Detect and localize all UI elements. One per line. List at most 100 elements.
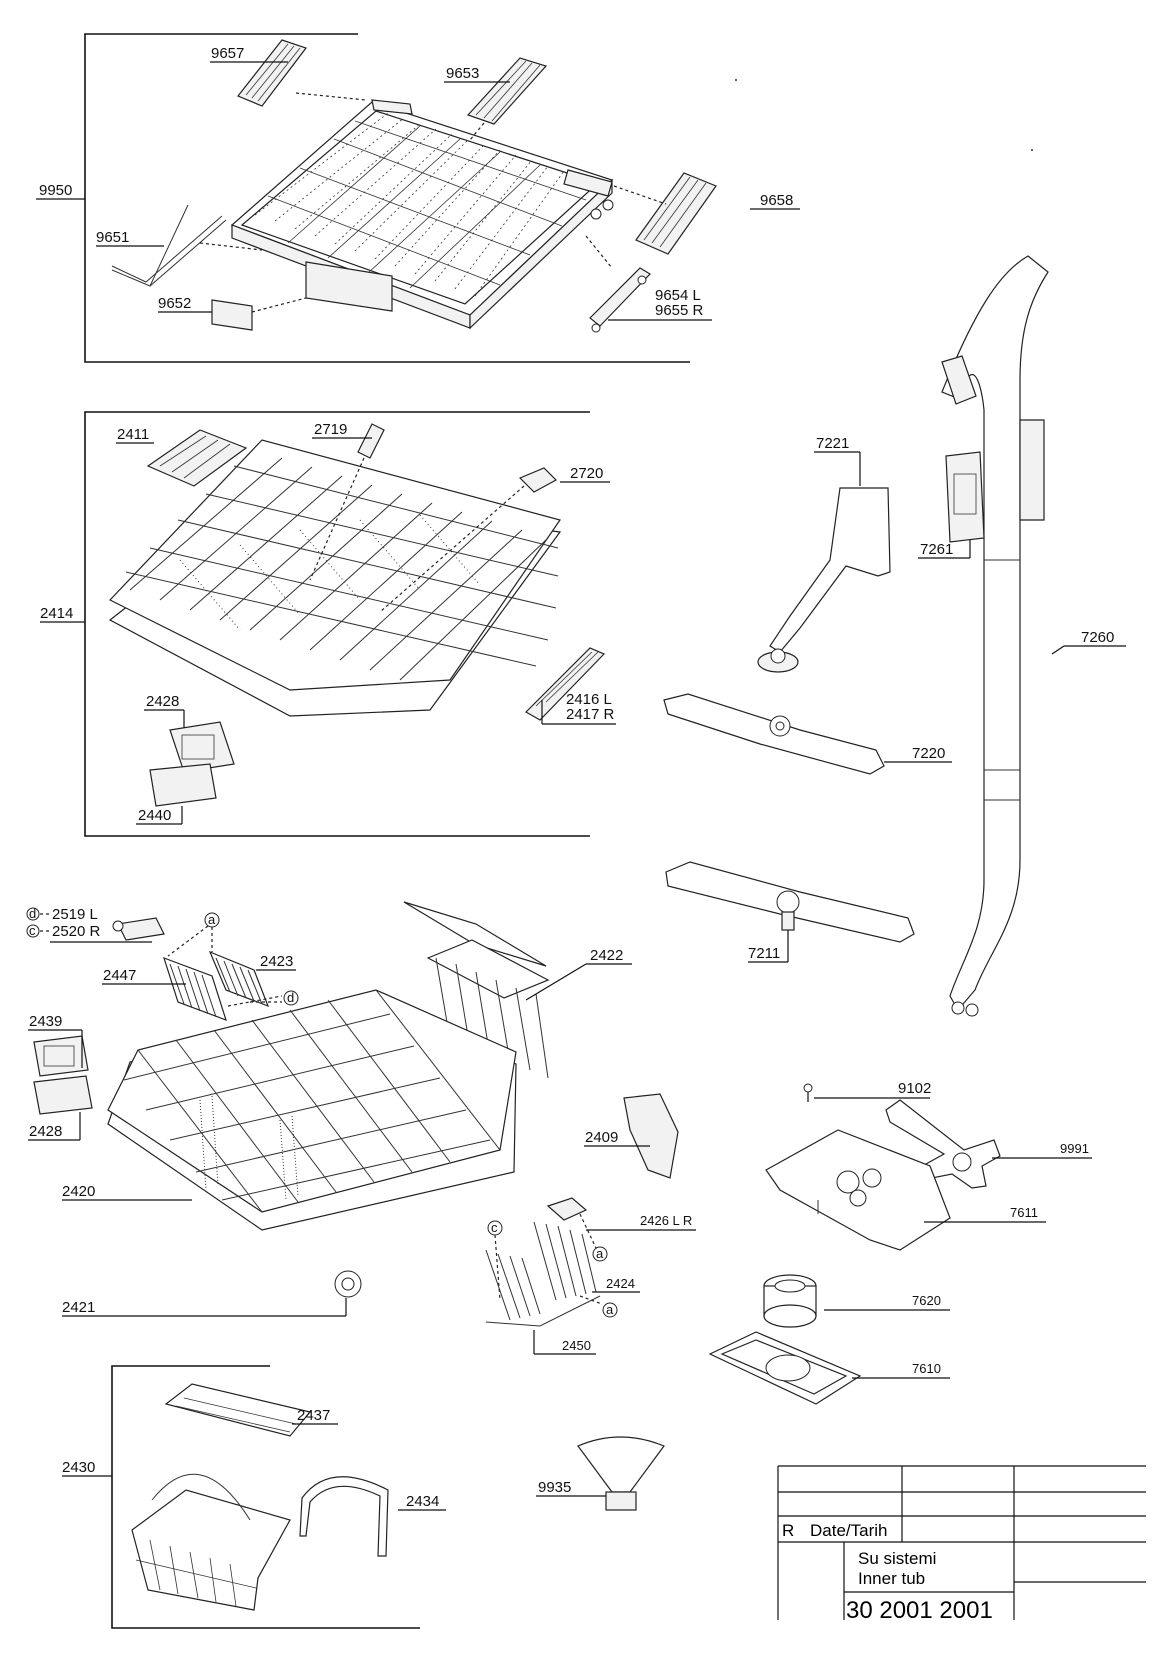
part-2411-drawing: [146, 429, 248, 487]
callout-2426: 2426 L R: [640, 1213, 692, 1228]
callout-9658: 9658: [760, 192, 793, 209]
group-sump-filter: 9102 9991 7611 7620: [536, 1080, 1092, 1511]
title-block-date-label: Date/Tarih: [810, 1521, 887, 1540]
callout-7211: 7211: [748, 945, 780, 962]
group-2430-cutlery-basket: 2430 2437 2434: [62, 1365, 446, 1629]
spray-arm-7220-drawing: [663, 693, 885, 775]
rack-2423-drawing: [208, 950, 270, 1008]
insert-9657-drawing: [237, 39, 307, 107]
callout-2420: 2420: [62, 1183, 95, 1200]
marker-c-2: c: [491, 1220, 498, 1235]
spray-arm-7211-drawing: [665, 861, 915, 943]
part-2439-drawing: [33, 1035, 89, 1077]
callout-9652: 9652: [158, 295, 191, 312]
cover-9652-drawing: [211, 261, 393, 331]
title-block: R Date/Tarih Su sistemi Inner tub 30 200…: [777, 1465, 1146, 1624]
title-block-drawing-number: 30 2001 2001: [846, 1597, 993, 1624]
callout-2720: 2720: [570, 465, 603, 482]
part-2409-drawing: [623, 1093, 679, 1179]
part-9991-drawing: [885, 1099, 1001, 1189]
part-2426-drawing: [546, 1197, 588, 1221]
group-spray-system: 7260 7261 7221 7220: [663, 255, 1126, 1017]
callout-7260: 7260: [1081, 629, 1114, 646]
insert-9653-drawing: [466, 57, 548, 125]
marker-a-1: a: [208, 912, 216, 927]
callout-2440: 2440: [138, 807, 171, 824]
part-2720-drawing: [518, 467, 557, 493]
callout-2430: 2430: [62, 1459, 95, 1476]
filter-7620-drawing: [763, 1274, 817, 1328]
part-2719-drawing: [357, 423, 385, 459]
cutlery-tray-drawing: [230, 99, 614, 330]
group-2414-upper-basket: 2414: [40, 411, 616, 837]
insert-9658-drawing: [635, 172, 717, 255]
rack-2422-drawing: [403, 901, 550, 1079]
callout-2519: 2519 L: [52, 906, 98, 923]
marker-a-2: a: [596, 1246, 604, 1261]
marker-d-2: d: [287, 990, 294, 1005]
callout-2450: 2450: [562, 1338, 591, 1353]
callout-2411: 2411: [117, 426, 149, 443]
upper-basket-drawing: [108, 439, 562, 717]
screw-9102-drawing: [803, 1083, 813, 1102]
callout-9102: 9102: [898, 1080, 931, 1097]
rack-2424-drawing: [485, 1221, 601, 1327]
callout-2447: 2447: [103, 967, 136, 984]
part-2416-drawing: [525, 647, 606, 721]
stray-dot: [735, 79, 737, 81]
lid-2437-drawing: [164, 1383, 312, 1437]
callout-2409: 2409: [585, 1129, 618, 1146]
callout-2424: 2424: [606, 1276, 635, 1291]
rack-2447-drawing: [163, 957, 227, 1021]
callout-9935: 9935: [538, 1479, 571, 1496]
callout-9651: 9651: [96, 229, 129, 246]
callout-7611: 7611: [1010, 1205, 1038, 1220]
callout-7610: 7610: [912, 1361, 941, 1376]
title-block-title-en: Inner tub: [858, 1569, 925, 1588]
callout-2520: 2520 R: [52, 923, 101, 940]
filter-7610-drawing: [708, 1331, 862, 1405]
part-2421-drawing: [334, 1270, 362, 1298]
callout-2428-upper: 2428: [146, 693, 179, 710]
callout-9657: 9657: [211, 45, 244, 62]
funnel-9935-drawing: [577, 1436, 665, 1511]
callout-2428-lower: 2428: [29, 1123, 62, 1140]
callout-7220: 7220: [912, 745, 945, 762]
callout-2434: 2434: [406, 1493, 439, 1510]
callout-2439: 2439: [29, 1013, 62, 1030]
callout-2414: 2414: [40, 605, 73, 622]
callout-2422: 2422: [590, 947, 623, 964]
callout-2423: 2423: [260, 953, 293, 970]
callout-9655: 9655 R: [655, 302, 704, 319]
part-2428-upper-drawing: [169, 721, 235, 773]
plate-7611-drawing: [765, 1129, 951, 1251]
marker-d: d: [29, 906, 36, 921]
callout-2421: 2421: [62, 1299, 95, 1316]
callout-2416: 2416 L: [566, 691, 612, 708]
callout-2417: 2417 R: [566, 706, 615, 723]
callout-2719: 2719: [314, 421, 347, 438]
callout-9653: 9653: [446, 65, 479, 82]
part-7221-drawing: [757, 487, 891, 673]
callout-7261: 7261: [920, 541, 953, 558]
callout-7620: 7620: [912, 1293, 941, 1308]
lower-basket-2420-drawing: [107, 989, 517, 1231]
pipe-7260-drawing: [941, 255, 1049, 1017]
basket-2430-drawing: [131, 1473, 291, 1611]
rail-9651-drawing: [111, 204, 227, 287]
runner-9654-drawing: [589, 267, 651, 333]
part-2428-lower-drawing: [33, 1075, 93, 1115]
callout-7221: 7221: [816, 435, 849, 452]
group-9950-cutlery-tray: 9950: [36, 33, 800, 363]
part-2519-drawing: [112, 917, 165, 941]
callout-9654: 9654 L: [655, 287, 701, 304]
part-2440-drawing: [149, 763, 217, 807]
part-7261-drawing: [945, 451, 985, 543]
callout-2437: 2437: [297, 1407, 330, 1424]
group-lower-basket: d c 2519 L 2520 R a d 2423 2447: [26, 901, 696, 1355]
title-block-title-tr: Su sistemi: [858, 1549, 936, 1568]
marker-a-3: a: [606, 1302, 614, 1317]
title-block-rev: R: [782, 1521, 794, 1540]
stray-dot: [1031, 149, 1033, 151]
marker-c: c: [29, 923, 36, 938]
